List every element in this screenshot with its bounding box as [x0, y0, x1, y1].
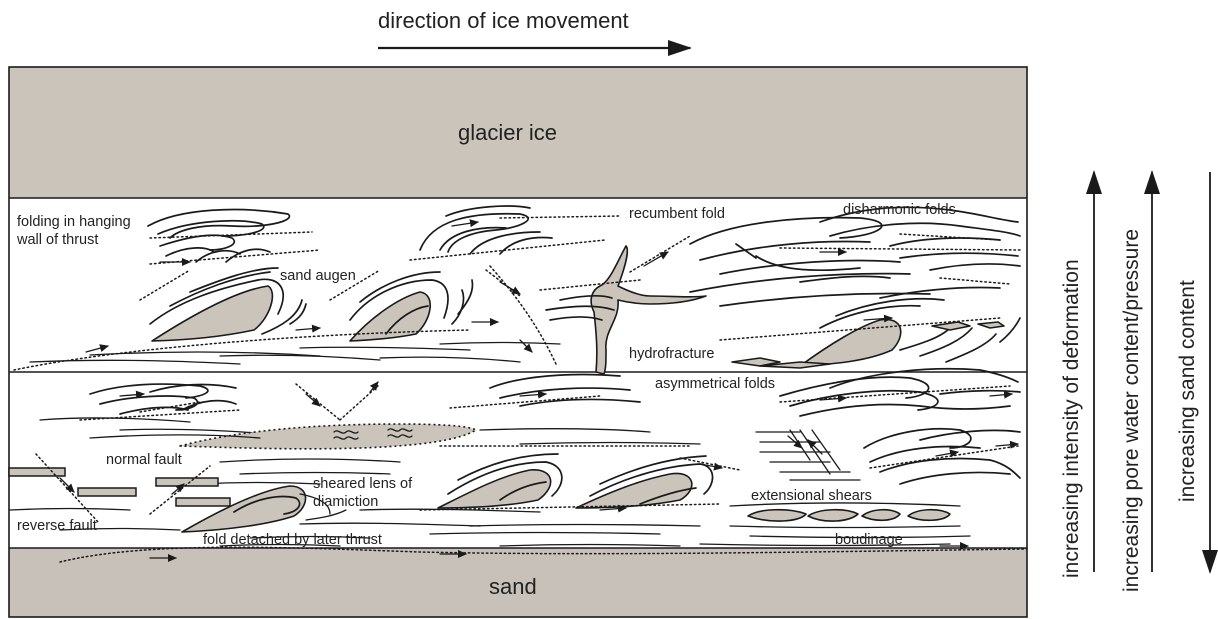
label-boudinage: boudinage: [835, 532, 903, 548]
direction-of-ice-movement: direction of ice movement: [378, 8, 690, 48]
label-extensional-shears: extensional shears: [751, 488, 872, 504]
right-sand-lens: [720, 299, 1020, 368]
gradient-label-deformation: increasing intensity of deformation: [1060, 259, 1083, 578]
label-folding-line2: wall of thrust: [16, 232, 98, 248]
sand-label: sand: [489, 574, 537, 599]
label-fold-detached: fold detached by later thrust: [203, 532, 382, 548]
direction-label: direction of ice movement: [378, 8, 629, 33]
upper-recumbent-folds: [410, 206, 620, 260]
label-sheared-lens-line1: sheared lens of: [313, 476, 413, 492]
label-asymmetrical-folds: asymmetrical folds: [655, 376, 775, 392]
label-normal-fault: normal fault: [106, 452, 182, 468]
label-sheared-lens-line2: diamiction: [313, 494, 378, 510]
label-folding-line1: folding in hanging: [17, 214, 131, 230]
gradient-label-sand-content: increasing sand content: [1176, 280, 1199, 502]
label-disharmonic-folds: disharmonic folds: [843, 202, 956, 218]
extensional-shears-group: [756, 429, 1020, 484]
central-sand-lens: [90, 424, 700, 449]
label-hydrofracture: hydrofracture: [629, 346, 714, 362]
recumbent-fold-group: [690, 218, 1020, 306]
label-recumbent-fold: recumbent fold: [629, 206, 725, 222]
label-reverse-fault: reverse fault: [17, 518, 97, 534]
glacier-ice-label: glacier ice: [458, 120, 557, 145]
folding-in-hanging-wall-of-thrust: [148, 210, 320, 264]
gradient-indicators: increasing intensity of deformation incr…: [1060, 172, 1210, 592]
label-sand-augen: sand augen: [280, 268, 356, 284]
gradient-label-pore-water: increasing pore water content/pressure: [1120, 229, 1143, 592]
